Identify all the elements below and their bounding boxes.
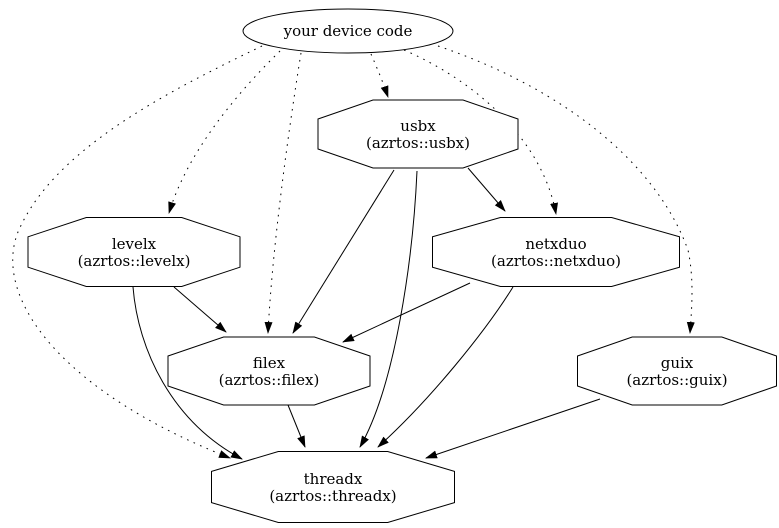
- node-filex-sublabel: (azrtos::filex): [219, 371, 320, 389]
- node-levelx-sublabel: (azrtos::levelx): [78, 252, 191, 270]
- node-netxduo-label: netxduo: [525, 235, 586, 253]
- node-threadx: threadx(azrtos::threadx): [211, 451, 455, 523]
- edges-layer: [12, 45, 695, 460]
- octagon-filex-shape: [167, 336, 371, 406]
- edge-usbx-filex: [292, 169, 395, 334]
- node-usbx-sublabel: (azrtos::usbx): [366, 134, 470, 152]
- node-device: your device code: [242, 8, 454, 54]
- edge-netxduo-threadx: [377, 286, 514, 448]
- octagon-netxduo-shape: [432, 217, 680, 287]
- node-levelx: levelx(azrtos::levelx): [27, 217, 241, 287]
- node-guix-label: guix: [661, 354, 694, 372]
- node-netxduo: netxduo(azrtos::netxduo): [432, 217, 680, 287]
- node-threadx-label: threadx: [304, 470, 363, 488]
- edge-netxduo-filex: [342, 282, 471, 343]
- edge-device-usbx: [370, 53, 389, 98]
- node-guix: guix(azrtos::guix): [577, 336, 777, 406]
- octagon-usbx-shape: [317, 99, 519, 169]
- edge-usbx-threadx: [359, 170, 418, 448]
- edge-levelx-threadx: [132, 286, 243, 460]
- edge-filex-threadx: [287, 404, 306, 448]
- edge-usbx-netxduo: [467, 167, 506, 212]
- edge-device-guix: [437, 45, 695, 334]
- node-usbx: usbx(azrtos::usbx): [317, 99, 519, 169]
- edge-device-filex: [264, 52, 302, 334]
- node-filex-label: filex: [253, 354, 286, 372]
- node-device-label: your device code: [283, 22, 413, 40]
- node-filex: filex(azrtos::filex): [167, 336, 371, 406]
- edge-device-threadx: [12, 45, 263, 459]
- node-levelx-label: levelx: [112, 235, 157, 253]
- node-netxduo-sublabel: (azrtos::netxduo): [491, 252, 621, 270]
- octagon-threadx-shape: [211, 451, 455, 523]
- octagon-guix-shape: [577, 336, 777, 406]
- edge-levelx-filex: [173, 286, 227, 333]
- node-usbx-label: usbx: [400, 117, 436, 135]
- nodes-layer: your device codeusbx(azrtos::usbx)levelx…: [27, 8, 777, 523]
- node-threadx-sublabel: (azrtos::threadx): [269, 487, 396, 505]
- edge-guix-threadx: [425, 398, 601, 459]
- edge-device-levelx: [168, 50, 281, 214]
- ellipse-device-shape: [242, 8, 454, 54]
- octagon-levelx-shape: [27, 217, 241, 287]
- node-guix-sublabel: (azrtos::guix): [626, 371, 727, 389]
